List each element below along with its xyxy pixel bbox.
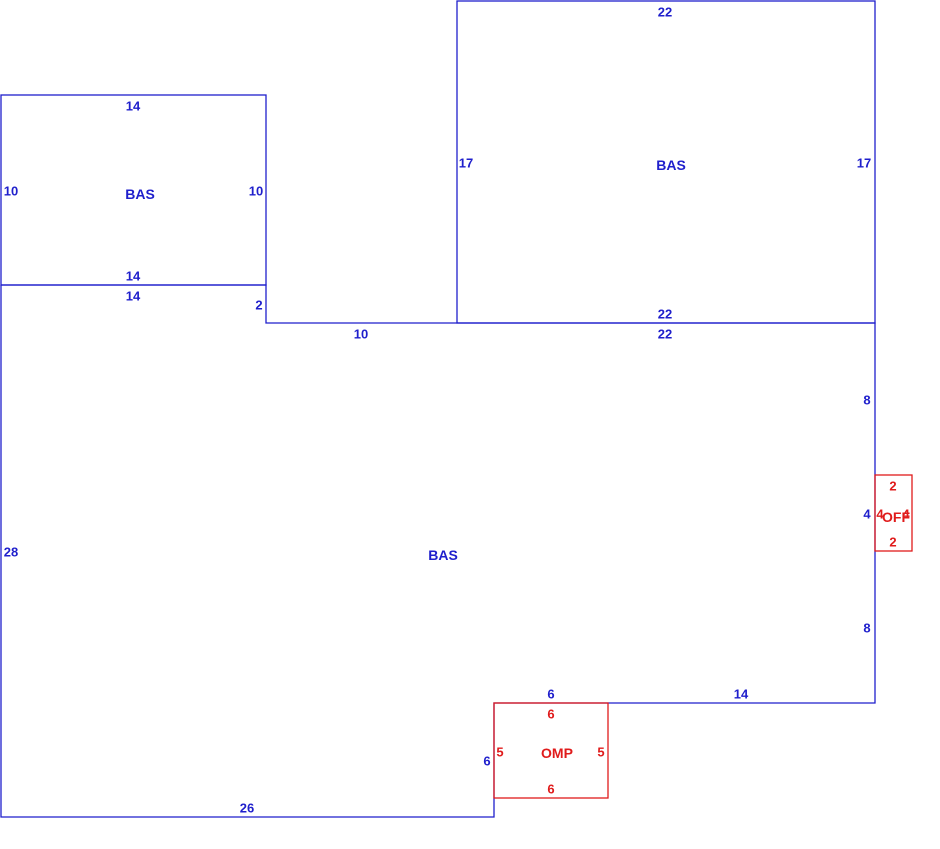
dim-main-top-right: 22 <box>658 327 672 342</box>
area-label-bas-main: BAS <box>428 547 458 563</box>
dim-omp-bottom: 6 <box>547 782 554 797</box>
dim-left-right: 10 <box>249 184 263 199</box>
off-outline <box>874 474 913 552</box>
dim-main-right-mid: 4 <box>863 507 871 522</box>
dim-main-step: 2 <box>255 298 262 313</box>
dim-omp-right: 5 <box>597 745 604 760</box>
dim-main-top-mid: 10 <box>354 327 368 342</box>
area-label-off: OFF <box>882 509 910 525</box>
omp-outline <box>493 702 609 799</box>
bas-main-outline <box>0 284 876 818</box>
dim-right-bottom: 22 <box>658 307 672 322</box>
dim-main-notch-side: 6 <box>483 754 490 769</box>
dim-right-top: 22 <box>658 5 672 20</box>
dim-left-top: 14 <box>126 99 141 114</box>
dim-main-left: 28 <box>4 545 18 560</box>
dim-main-right-lower: 8 <box>863 621 870 636</box>
dim-off-top: 2 <box>889 479 896 494</box>
dim-off-bottom: 2 <box>889 535 896 550</box>
dim-off-right: 4 <box>902 507 910 522</box>
area-label-omp: OMP <box>541 745 573 761</box>
dim-main-top-left: 14 <box>126 289 141 304</box>
dim-left-bottom: 14 <box>126 269 141 284</box>
dim-main-bottom-right: 14 <box>734 687 749 702</box>
dim-right-left: 17 <box>459 156 473 171</box>
dim-omp-top: 6 <box>547 707 554 722</box>
dim-off-left: 4 <box>876 507 884 522</box>
dim-main-bottom-left: 26 <box>240 801 254 816</box>
dim-right-right: 17 <box>857 156 871 171</box>
dim-main-right-upper: 8 <box>863 393 870 408</box>
dim-main-notch-top: 6 <box>547 687 554 702</box>
area-label-bas-left: BAS <box>125 186 155 202</box>
dim-omp-left: 5 <box>496 745 503 760</box>
area-label-bas-top-right: BAS <box>656 157 686 173</box>
dim-left-left: 10 <box>4 184 18 199</box>
